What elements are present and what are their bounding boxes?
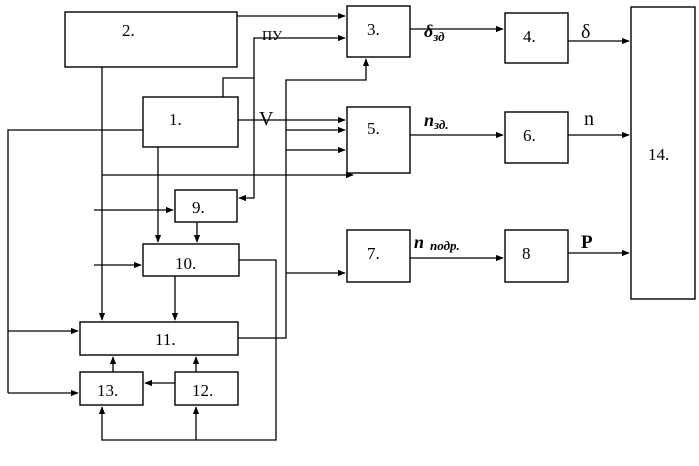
block-8-label: 8 (522, 244, 531, 263)
block-6: 6. (505, 112, 568, 163)
signal-n-zd-main: n (424, 110, 434, 130)
block-13-label: 13. (97, 381, 118, 400)
block-14: 14. (631, 7, 695, 299)
block-14-label: 14. (648, 145, 669, 164)
signal-delta-zd-main: δ (424, 21, 433, 41)
block-10-label: 10. (175, 254, 196, 273)
block-9-label: 9. (192, 198, 205, 217)
signal-n-podr-sub: подр. (430, 238, 460, 253)
block-10: 10. (143, 244, 239, 276)
block-4: 4. (505, 13, 568, 63)
block-13: 13. (80, 372, 143, 405)
block-6-label: 6. (523, 126, 536, 145)
signal-p: P (581, 232, 593, 253)
block-12-label: 12. (192, 381, 213, 400)
block-12: 12. (175, 372, 238, 405)
signal-n-zd-sub: зд. (433, 117, 449, 132)
signal-n-podr-main: n (414, 232, 424, 252)
block-7-label: 7. (367, 244, 380, 263)
signal-delta-zd-sub: зд (432, 29, 445, 44)
block-1-label: 1. (169, 110, 182, 129)
block-2-label: 2. (122, 21, 135, 40)
signal-delta-zd: δзд (424, 21, 445, 44)
block-8: 8 (505, 230, 568, 282)
block-1: 1. (143, 97, 238, 147)
signal-delta: δ (581, 21, 590, 43)
block-3: 3. (347, 6, 410, 57)
block-11-label: 11. (155, 330, 176, 349)
signal-n-zd: nзд. (424, 110, 449, 132)
block-9: 9. (175, 190, 237, 222)
block-3-label: 3. (367, 20, 380, 39)
signal-n: n (584, 108, 594, 130)
block-5-label: 5. (367, 119, 380, 138)
arrow-pu-to-9 (239, 78, 254, 198)
block-11: 11. (80, 322, 238, 355)
block-5: 5. (347, 107, 410, 173)
signal-n-podr: n подр. (414, 232, 460, 253)
block-7: 7. (347, 230, 410, 282)
line-feedback-bus (238, 59, 366, 338)
line-pu-to-3 (223, 38, 345, 97)
block-4-label: 4. (523, 27, 536, 46)
signal-v: V (259, 108, 274, 130)
signal-pu: ПУ (262, 29, 282, 44)
block-2: 2. (65, 12, 237, 67)
